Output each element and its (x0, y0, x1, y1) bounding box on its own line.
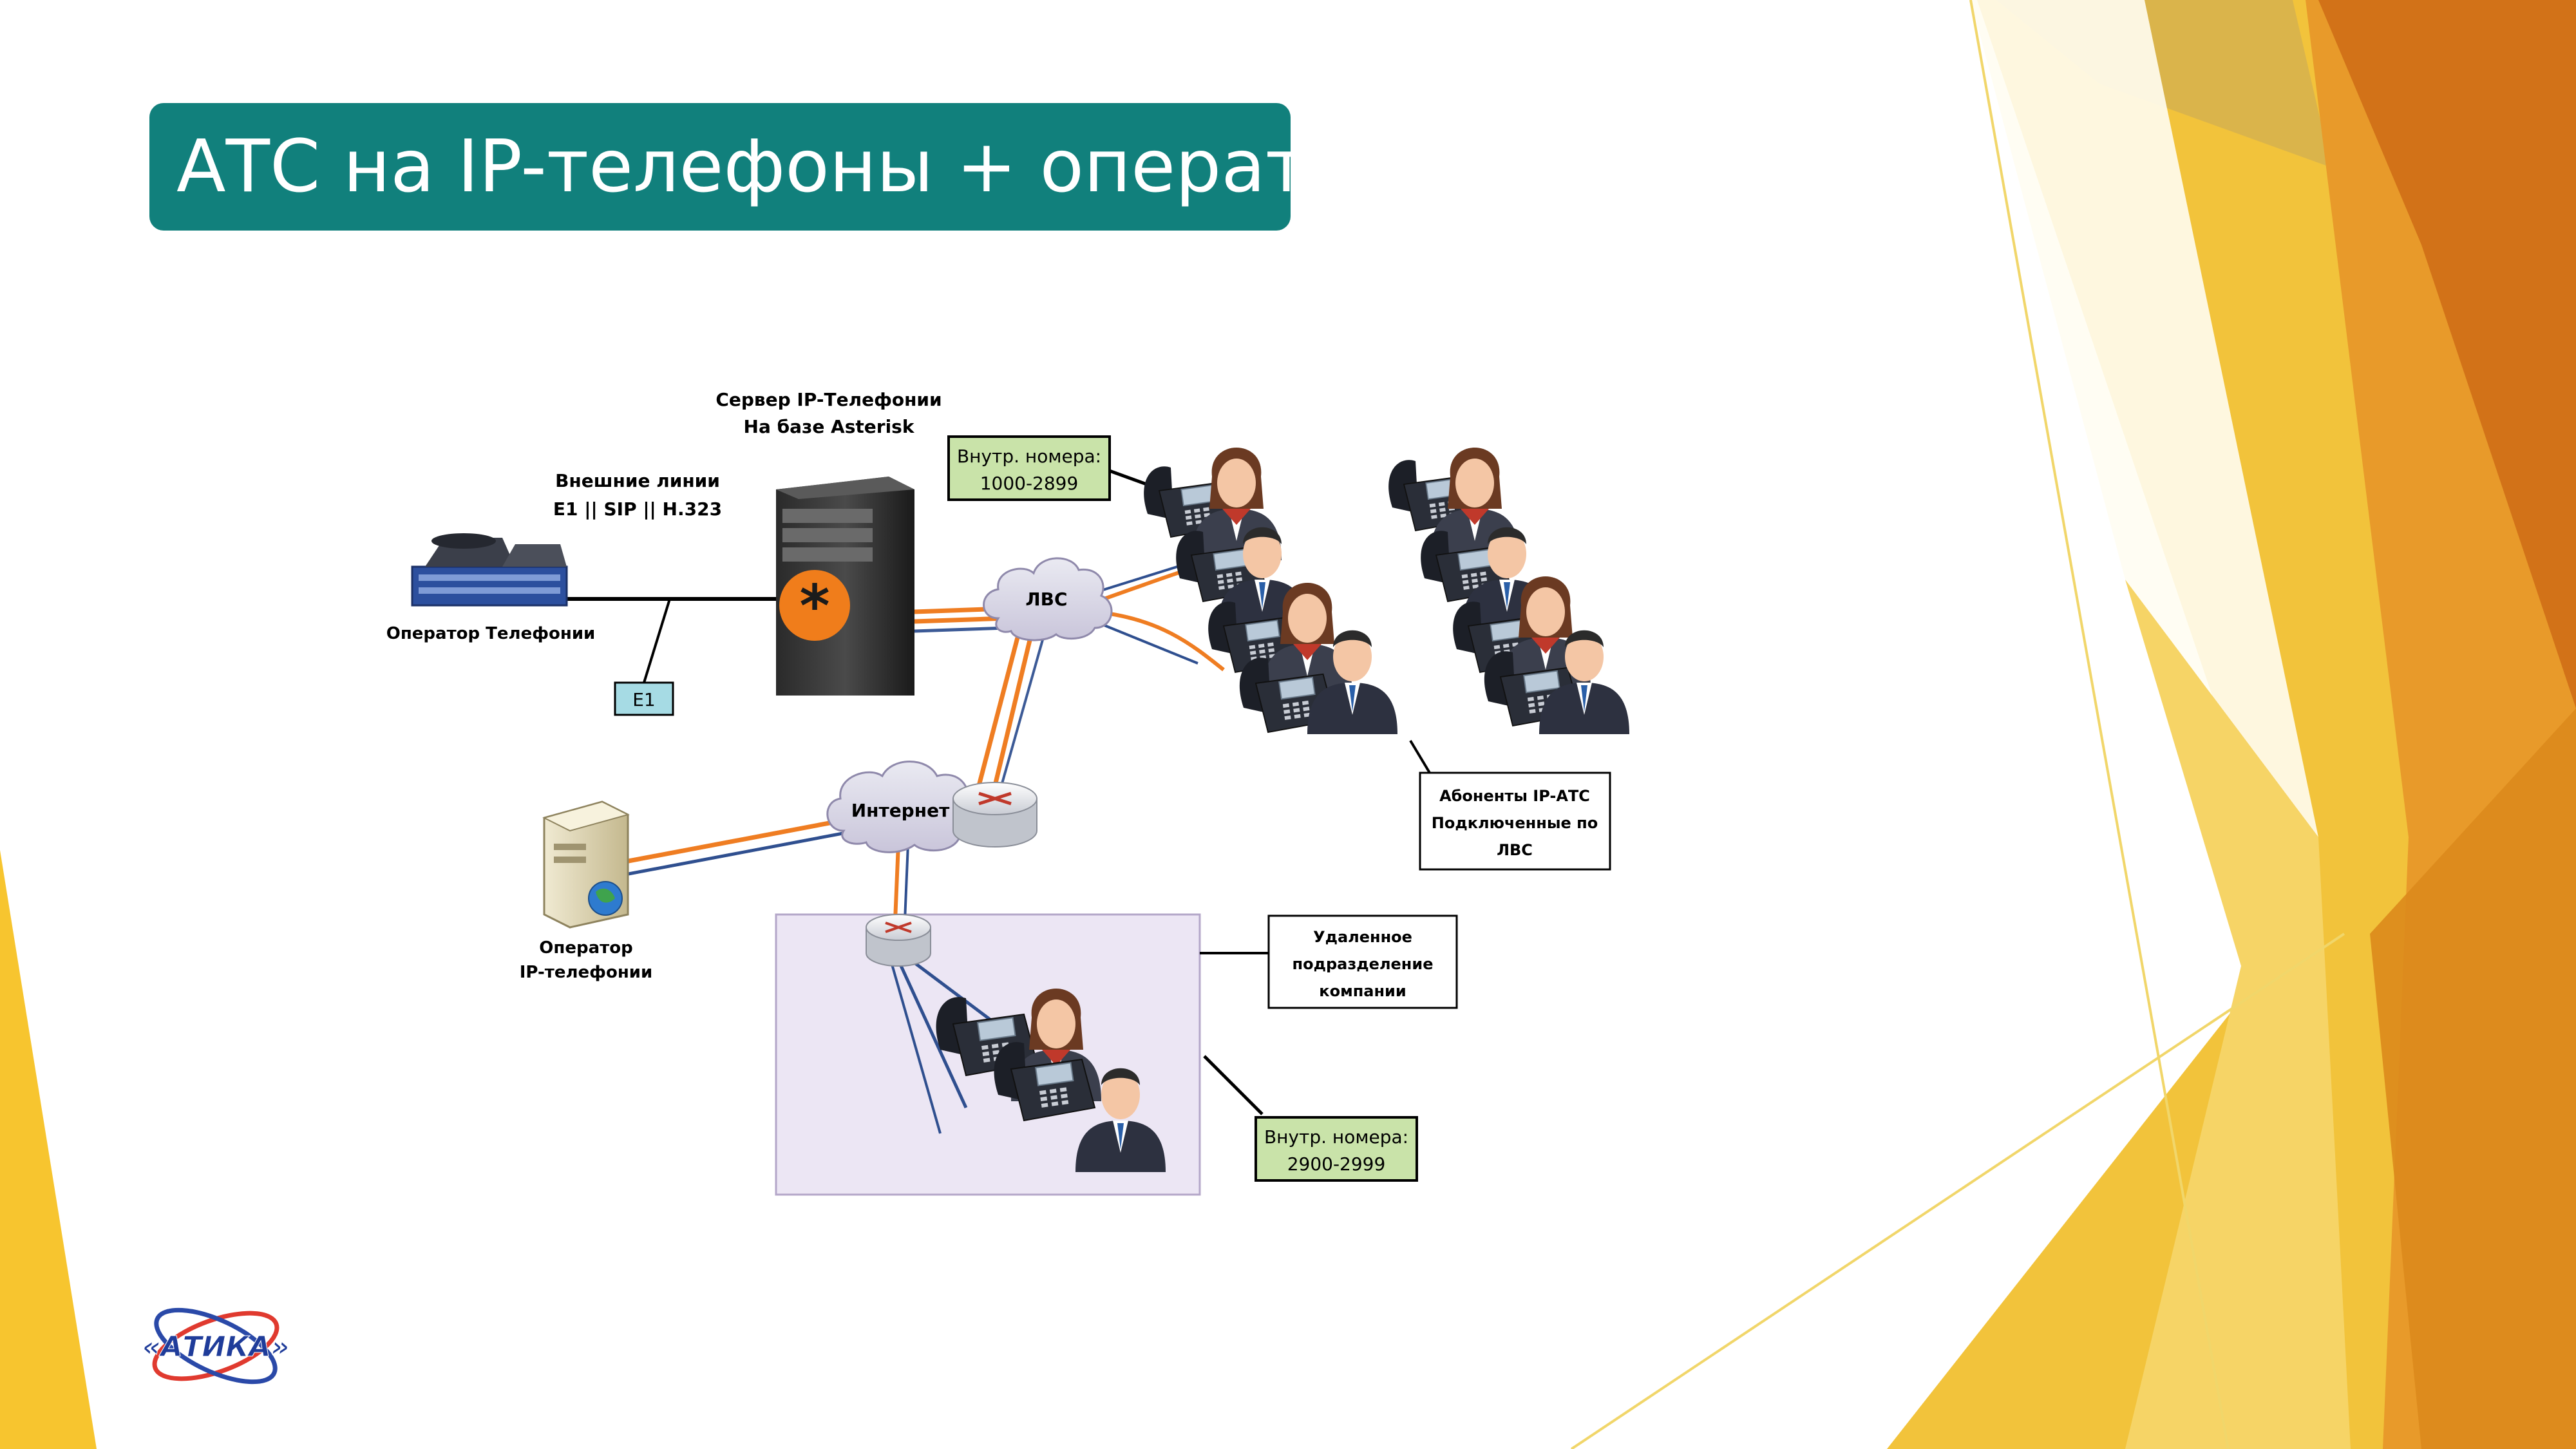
ip-operator-label-1: Оператор (539, 938, 632, 958)
slide-title: АТС на IP-телефоны + оператор (176, 125, 1397, 209)
svg-text:*: * (799, 573, 829, 640)
link-lan-internet-3 (1000, 637, 1045, 786)
ext-numbers-remote-label-2: 2900-2999 (1287, 1153, 1386, 1175)
link-lan-phones-4 (1094, 620, 1198, 665)
remote-label-3: компании (1319, 982, 1406, 1000)
subscribers-label-2: Подключенные по (1432, 814, 1598, 832)
callout-line-ext-remote (1203, 1055, 1264, 1115)
telco-operator-label: Оператор Телефонии (386, 624, 596, 643)
title-box: АТС на IP-телефоны + оператор (149, 103, 1397, 231)
remote-router-icon (866, 914, 931, 967)
e1-tag (614, 681, 674, 716)
telco-operator-equipment (411, 533, 568, 607)
ext-numbers-remote-label-1: Внутр. номера: (1264, 1126, 1408, 1148)
link-internet-operator-1 (618, 815, 857, 866)
bg-shape-light (1971, 0, 2318, 837)
server-label-2: На базе Asterisk (744, 416, 915, 437)
bg-shape-amber (2370, 708, 2576, 1449)
link-internet-remote-2 (904, 843, 909, 922)
man-icon (1307, 630, 1397, 734)
bg-line-2 (1570, 933, 2345, 1449)
man-icon (1075, 1068, 1166, 1172)
subscribers-label-3: ЛВС (1497, 841, 1533, 859)
remote-label-1: Удаленное (1313, 928, 1412, 946)
line-e1-tag (643, 598, 671, 683)
atika-logo: «АТИКА» (142, 1307, 290, 1385)
logo-orbit-red (152, 1311, 279, 1381)
link-internet-operator-2 (618, 829, 857, 878)
ext-numbers-remote-box (1255, 1116, 1418, 1182)
link-remote-phones-2 (900, 952, 1006, 1032)
e1-tag-label: E1 (632, 689, 656, 710)
logo-text: «АТИКА» (142, 1331, 289, 1363)
link-lan-internet-2 (992, 637, 1033, 786)
callout-line-subscribers (1409, 739, 1431, 774)
external-lines-label-1: Внешние линии (555, 470, 720, 491)
subscribers-label-1: Абоненты IP-АТС (1439, 787, 1590, 805)
link-lan-internet-1 (976, 637, 1020, 786)
external-lines-label-2: E1 || SIP || H.323 (553, 498, 722, 520)
lan-cloud-label: ЛВС (1025, 589, 1067, 610)
bg-shape-dark-orange (2318, 0, 2576, 708)
main-router-icon (952, 782, 1037, 848)
internet-cloud-label: Интернет (851, 800, 950, 821)
link-lan-phones-2 (1094, 610, 1225, 672)
remote-branch-box (1267, 914, 1458, 1009)
link-remote-phones-1 (893, 952, 968, 1109)
connection-lines (567, 468, 1431, 1134)
bg-shape-yellow (2125, 580, 2351, 1449)
link-internet-remote-1 (893, 843, 900, 922)
remote-label-2: подразделение (1293, 955, 1434, 973)
ext-numbers-main-label-1: Внутр. номера: (957, 446, 1101, 467)
link-server-lan-3 (914, 626, 1009, 633)
server-label-1: Сервер IP-Телефонии (715, 389, 942, 410)
man-icon (1539, 630, 1629, 734)
remote-office-subscribers (936, 989, 1166, 1172)
link-server-lan-2 (914, 616, 1009, 624)
bg-shape-left (0, 850, 97, 1449)
link-remote-phones-3 (887, 952, 942, 1134)
asterisk-server: * (776, 477, 914, 696)
ip-operator-server-icon (542, 800, 630, 929)
lan-cloud-icon (983, 557, 1113, 641)
ip-operator-label-2: IP-телефонии (520, 963, 653, 982)
ip-phone-icon (994, 1042, 1096, 1122)
subscribers-box (1419, 772, 1611, 871)
main-office-subscribers (1144, 448, 1629, 734)
asterisk-logo-icon (779, 570, 850, 641)
ext-numbers-main-label-2: 1000-2899 (980, 473, 1079, 494)
man-icon (1217, 527, 1307, 631)
bg-line-1 (1969, 0, 2230, 1449)
ext-numbers-main-box (947, 435, 1111, 501)
logo-orbit-blue (154, 1307, 278, 1385)
